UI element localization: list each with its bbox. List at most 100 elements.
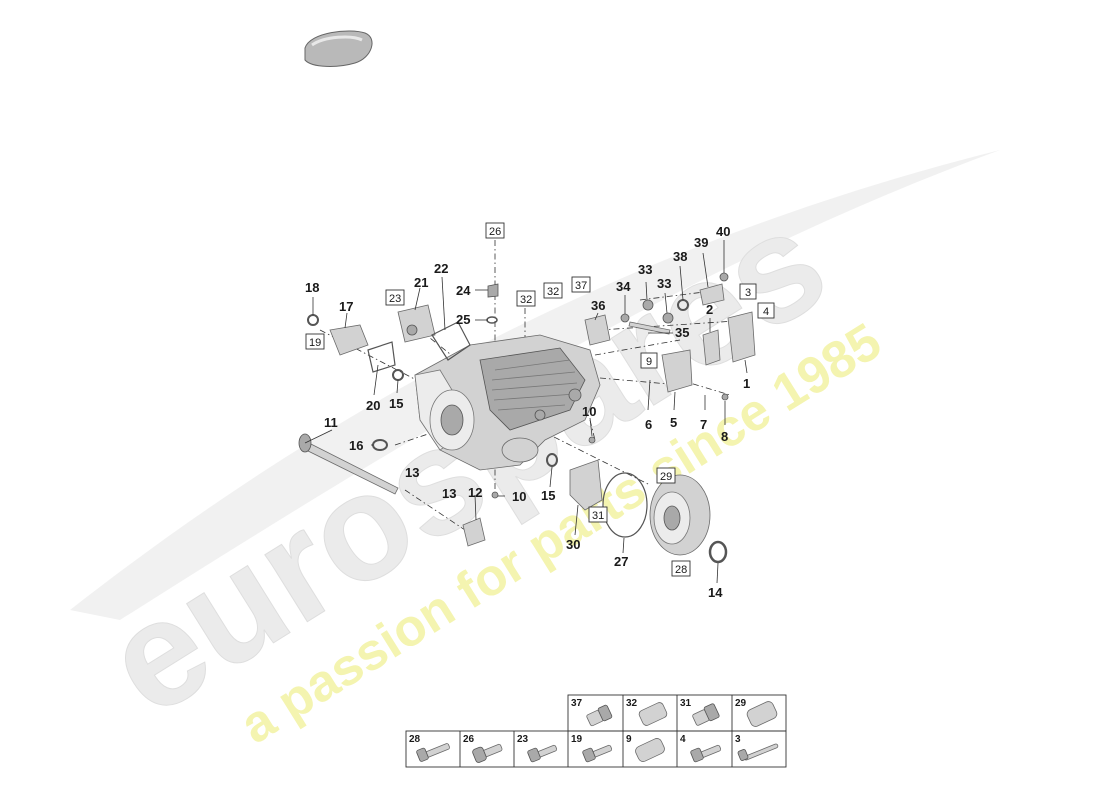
svg-text:23: 23: [389, 293, 401, 305]
fastener-label-26: 26: [463, 734, 475, 745]
fastener-label-3: 3: [735, 734, 741, 745]
callout-2: 2: [706, 302, 713, 317]
callout-box-32b: 32: [543, 282, 563, 299]
svg-text:4: 4: [763, 306, 769, 318]
callout-box-19: 19: [305, 333, 325, 350]
svg-text:28: 28: [675, 564, 687, 576]
callout-1: 1: [743, 376, 750, 391]
bolt-icon: [527, 744, 558, 763]
svg-text:9: 9: [646, 356, 652, 368]
bolt-icon: [582, 744, 613, 763]
callout-box-37: 37: [571, 276, 591, 293]
callout-34: 34: [616, 279, 631, 294]
callout-15b: 15: [541, 488, 555, 503]
bolt-icon: [690, 744, 722, 763]
svg-text:32: 32: [520, 294, 532, 306]
callout-box-23: 23: [385, 289, 405, 306]
part-8: [721, 393, 729, 401]
callout-38: 38: [673, 249, 687, 264]
part-12: [462, 517, 486, 547]
bolt-icon: [472, 743, 503, 763]
bolt-icon: [692, 703, 720, 726]
sleeve-icon: [635, 738, 665, 762]
callout-13b: 13: [442, 486, 456, 501]
part-15b: [546, 453, 558, 467]
callout-numbers: 18 17 21 22 24 25 20 15 11 16 13 13 12 1…: [305, 224, 750, 600]
part-25: [486, 316, 498, 324]
fastener-label-4: 4: [680, 734, 686, 745]
svg-text:26: 26: [489, 226, 501, 238]
part-40: [719, 272, 729, 282]
part-36: [584, 314, 611, 346]
fastener-label-29: 29: [735, 698, 747, 709]
callout-5: 5: [670, 415, 677, 430]
part-22: [431, 321, 471, 361]
part-30: [569, 459, 603, 511]
callout-36: 36: [591, 298, 605, 313]
watermark-swoosh: [70, 150, 1000, 620]
callout-39: 39: [694, 235, 708, 250]
callout-17: 17: [339, 299, 353, 314]
callout-27: 27: [614, 554, 628, 569]
part-15a: [392, 369, 404, 381]
svg-text:32: 32: [547, 286, 559, 298]
part-10b: [491, 491, 499, 499]
fastener-label-28: 28: [409, 734, 421, 745]
callout-box-3: 3: [739, 283, 757, 300]
callout-40: 40: [716, 224, 730, 239]
part-17: [329, 324, 369, 356]
part-35: [628, 321, 671, 335]
part-5: [661, 349, 693, 393]
bolt-icon: [586, 704, 613, 727]
callout-35: 35: [675, 325, 689, 340]
svg-text:31: 31: [592, 510, 604, 522]
fastener-label-31: 31: [680, 698, 692, 709]
svg-text:37: 37: [575, 280, 587, 292]
callout-20: 20: [366, 398, 380, 413]
boxed-callouts: 26 23 19 32 32 37 9 3: [305, 222, 775, 577]
callout-33b: 33: [657, 276, 671, 291]
fastener-label-23: 23: [517, 734, 529, 745]
callout-10a: 10: [582, 404, 596, 419]
callout-box-26: 26: [485, 222, 505, 239]
part-28: [649, 474, 711, 556]
fastener-label-9: 9: [626, 734, 632, 745]
callout-box-32a: 32: [516, 290, 536, 307]
bolt-icon: [416, 743, 450, 762]
components: [298, 272, 756, 564]
callout-6: 6: [645, 417, 652, 432]
sleeve-icon: [638, 702, 668, 726]
callout-box-28: 28: [671, 560, 691, 577]
callout-box-9: 9: [640, 352, 658, 369]
leader-lines: [304, 240, 748, 584]
callout-21: 21: [414, 275, 428, 290]
callout-13a: 13: [405, 465, 419, 480]
part-27: [602, 472, 648, 538]
svg-text:19: 19: [309, 337, 321, 349]
callout-11: 11: [324, 415, 338, 430]
part-34: [620, 313, 630, 323]
part-1: [727, 311, 756, 363]
fastener-label-32: 32: [626, 698, 638, 709]
part-24: [487, 283, 499, 298]
callout-22: 22: [434, 261, 448, 276]
fastener-table: 37 32 31 29 28 26 23 19 9 4 3: [405, 694, 787, 768]
callout-box-29: 29: [656, 467, 676, 484]
part-33b: [662, 312, 674, 324]
sleeve-icon: [746, 701, 778, 727]
callout-14: 14: [708, 585, 723, 600]
part-33a: [642, 299, 654, 311]
part-10a: [588, 436, 596, 444]
callout-10b: 10: [512, 489, 526, 504]
part-18: [307, 314, 319, 326]
callout-30: 30: [566, 537, 580, 552]
sealant-tube-icon: [304, 30, 373, 67]
callout-box-31: 31: [588, 506, 608, 523]
callout-15a: 15: [389, 396, 403, 411]
part-2: [702, 329, 721, 366]
part-39: [699, 283, 725, 306]
svg-text:29: 29: [660, 471, 672, 483]
callout-12: 12: [468, 485, 482, 500]
callout-25: 25: [456, 312, 470, 327]
